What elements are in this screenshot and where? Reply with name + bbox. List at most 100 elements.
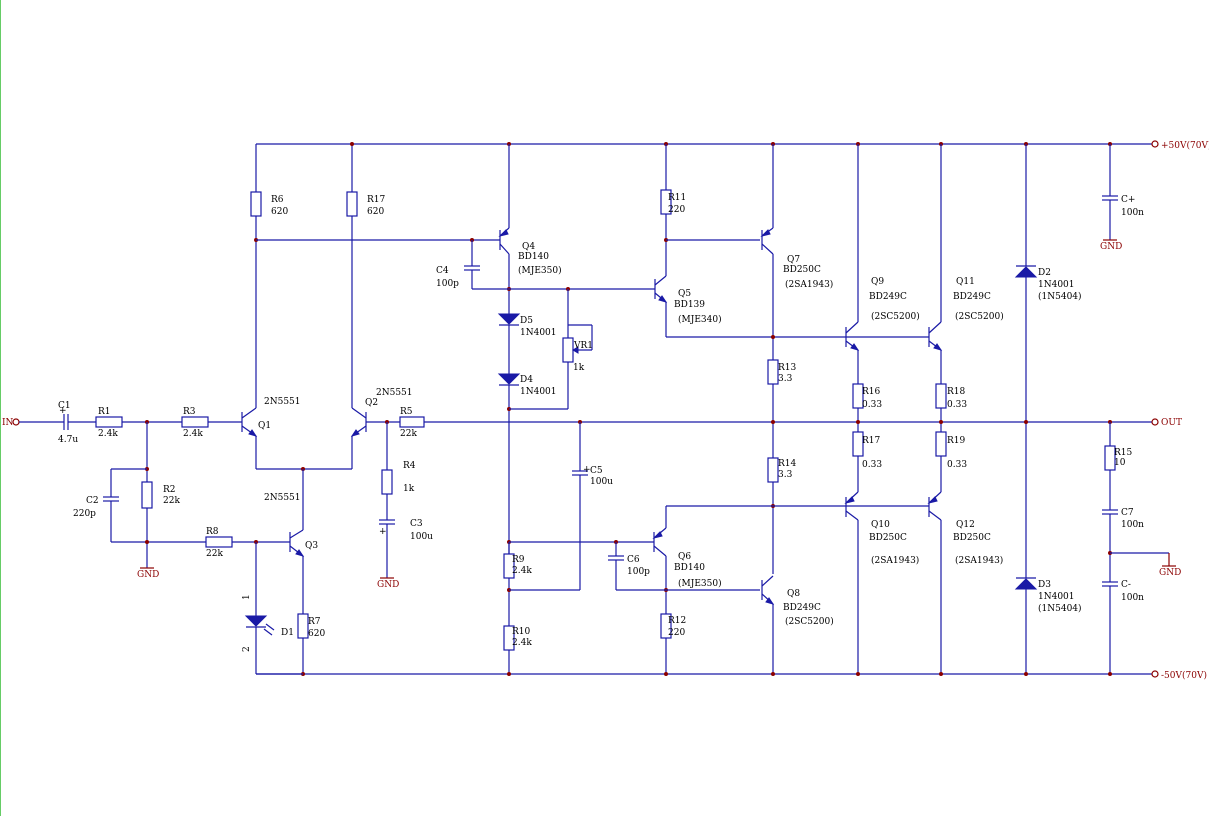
q6-part: BD140	[674, 563, 705, 573]
cminus-value: 100n	[1121, 593, 1144, 603]
r15-id: R15	[1114, 448, 1133, 458]
q10-alt: (2SA1943)	[871, 555, 919, 566]
q11-alt: (2SC5200)	[955, 311, 1004, 322]
q10-part: BD250C	[869, 533, 907, 543]
c6-value: 100p	[627, 567, 650, 577]
q5-id: Q5	[678, 289, 691, 299]
c5-value: 100u	[590, 477, 613, 487]
d2-alt: (1N5404)	[1038, 291, 1082, 302]
q2-transistor	[350, 407, 367, 437]
q2-id: Q2	[365, 398, 378, 408]
gnd-label-4: GND	[1159, 568, 1181, 578]
r4-body	[381, 469, 393, 495]
d2-id: D2	[1038, 268, 1051, 278]
r12-value: 220	[668, 628, 685, 638]
vneg-label: -50V(70V)	[1161, 670, 1207, 681]
d4-id: D4	[520, 375, 533, 385]
q7-alt: (2SA1943)	[785, 279, 833, 290]
pin-2: 2	[242, 646, 252, 652]
q12-transistor	[927, 491, 942, 521]
r6-id: R6	[271, 195, 284, 205]
r7-id: R7	[308, 617, 321, 627]
q9-part: BD249C	[869, 292, 907, 302]
r10-value: 2.4k	[512, 638, 532, 648]
d2-diode	[1014, 266, 1038, 278]
r18-id: R18	[947, 387, 966, 397]
r6-body	[250, 191, 262, 217]
r5-value: 22k	[400, 429, 417, 439]
c3-value: 100u	[410, 532, 433, 542]
q1-id: Q1	[258, 421, 271, 431]
q3-transistor	[289, 529, 305, 557]
d5-part: 1N4001	[520, 328, 557, 338]
r13-value: 3.3	[778, 374, 793, 384]
q6-alt: (MJE350)	[678, 578, 722, 589]
q3-part: 2N5551	[264, 493, 301, 503]
r19-value: 0.33	[947, 460, 967, 470]
r18-body	[935, 383, 947, 409]
q11-transistor	[928, 321, 943, 351]
r11-id: R11	[668, 193, 686, 203]
d4-diode	[497, 373, 521, 385]
r5-id: R5	[400, 407, 413, 417]
cplus-id: C+	[1121, 195, 1135, 205]
vr1-id: VR1	[573, 341, 593, 351]
q1-transistor	[241, 407, 258, 437]
vpos-port[interactable]	[1151, 140, 1159, 148]
gnd-label-1: GND	[137, 570, 159, 580]
r2-body	[141, 481, 153, 509]
q5-transistor	[654, 275, 668, 303]
c5-id: C5	[590, 466, 603, 476]
r16-id: R16	[862, 387, 881, 397]
q8-part: BD249C	[783, 603, 821, 613]
r8-id: R8	[206, 527, 219, 537]
q12-alt: (2SA1943)	[955, 555, 1003, 566]
left-border	[0, 0, 1, 816]
q12-part: BD250C	[953, 533, 991, 543]
r13-body	[767, 359, 779, 385]
gnd-label-2: GND	[377, 580, 399, 590]
q8-alt: (2SC5200)	[785, 616, 834, 627]
q9-id: Q9	[871, 277, 884, 287]
q8-transistor	[761, 575, 775, 605]
r14-id: R14	[778, 459, 797, 469]
out-port[interactable]	[1151, 418, 1159, 426]
q4-transistor	[498, 227, 510, 255]
r12-id: R12	[668, 616, 686, 626]
c3-plus: +	[379, 527, 387, 537]
c3-id: C3	[410, 519, 423, 529]
r14-value: 3.3	[778, 470, 793, 480]
c4-value: 100p	[436, 279, 459, 289]
r1-id: R1	[98, 407, 111, 417]
d3-id: D3	[1038, 580, 1051, 590]
r2-value: 22k	[163, 496, 180, 506]
r2-id: R2	[163, 485, 176, 495]
q6-transistor	[652, 527, 667, 557]
d5-diode	[497, 313, 521, 325]
q7-id: Q7	[787, 255, 800, 265]
in-port[interactable]	[12, 418, 20, 426]
vneg-port[interactable]	[1151, 670, 1159, 678]
d1-led	[244, 615, 268, 627]
r10-id: R10	[512, 627, 531, 637]
r17a-value: 620	[367, 207, 384, 217]
q4-id: Q4	[522, 242, 535, 252]
q3-id: Q3	[305, 541, 318, 551]
q11-part: BD249C	[953, 292, 991, 302]
pin-1: 1	[242, 594, 252, 600]
q4-alt: (MJE350)	[518, 265, 562, 276]
r16-value: 0.33	[862, 400, 882, 410]
cplus-value: 100n	[1121, 208, 1144, 218]
r13-id: R13	[778, 363, 797, 373]
r1-value: 2.4k	[98, 429, 118, 439]
r17a-id: R17	[367, 195, 386, 205]
r19-id: R19	[947, 436, 966, 446]
q7-transistor	[760, 227, 774, 255]
q9-transistor	[845, 321, 860, 351]
q2-part: 2N5551	[376, 388, 413, 398]
r14-body	[767, 457, 779, 483]
r11-value: 220	[668, 205, 685, 215]
r5-body	[399, 416, 425, 428]
r3-value: 2.4k	[183, 429, 203, 439]
